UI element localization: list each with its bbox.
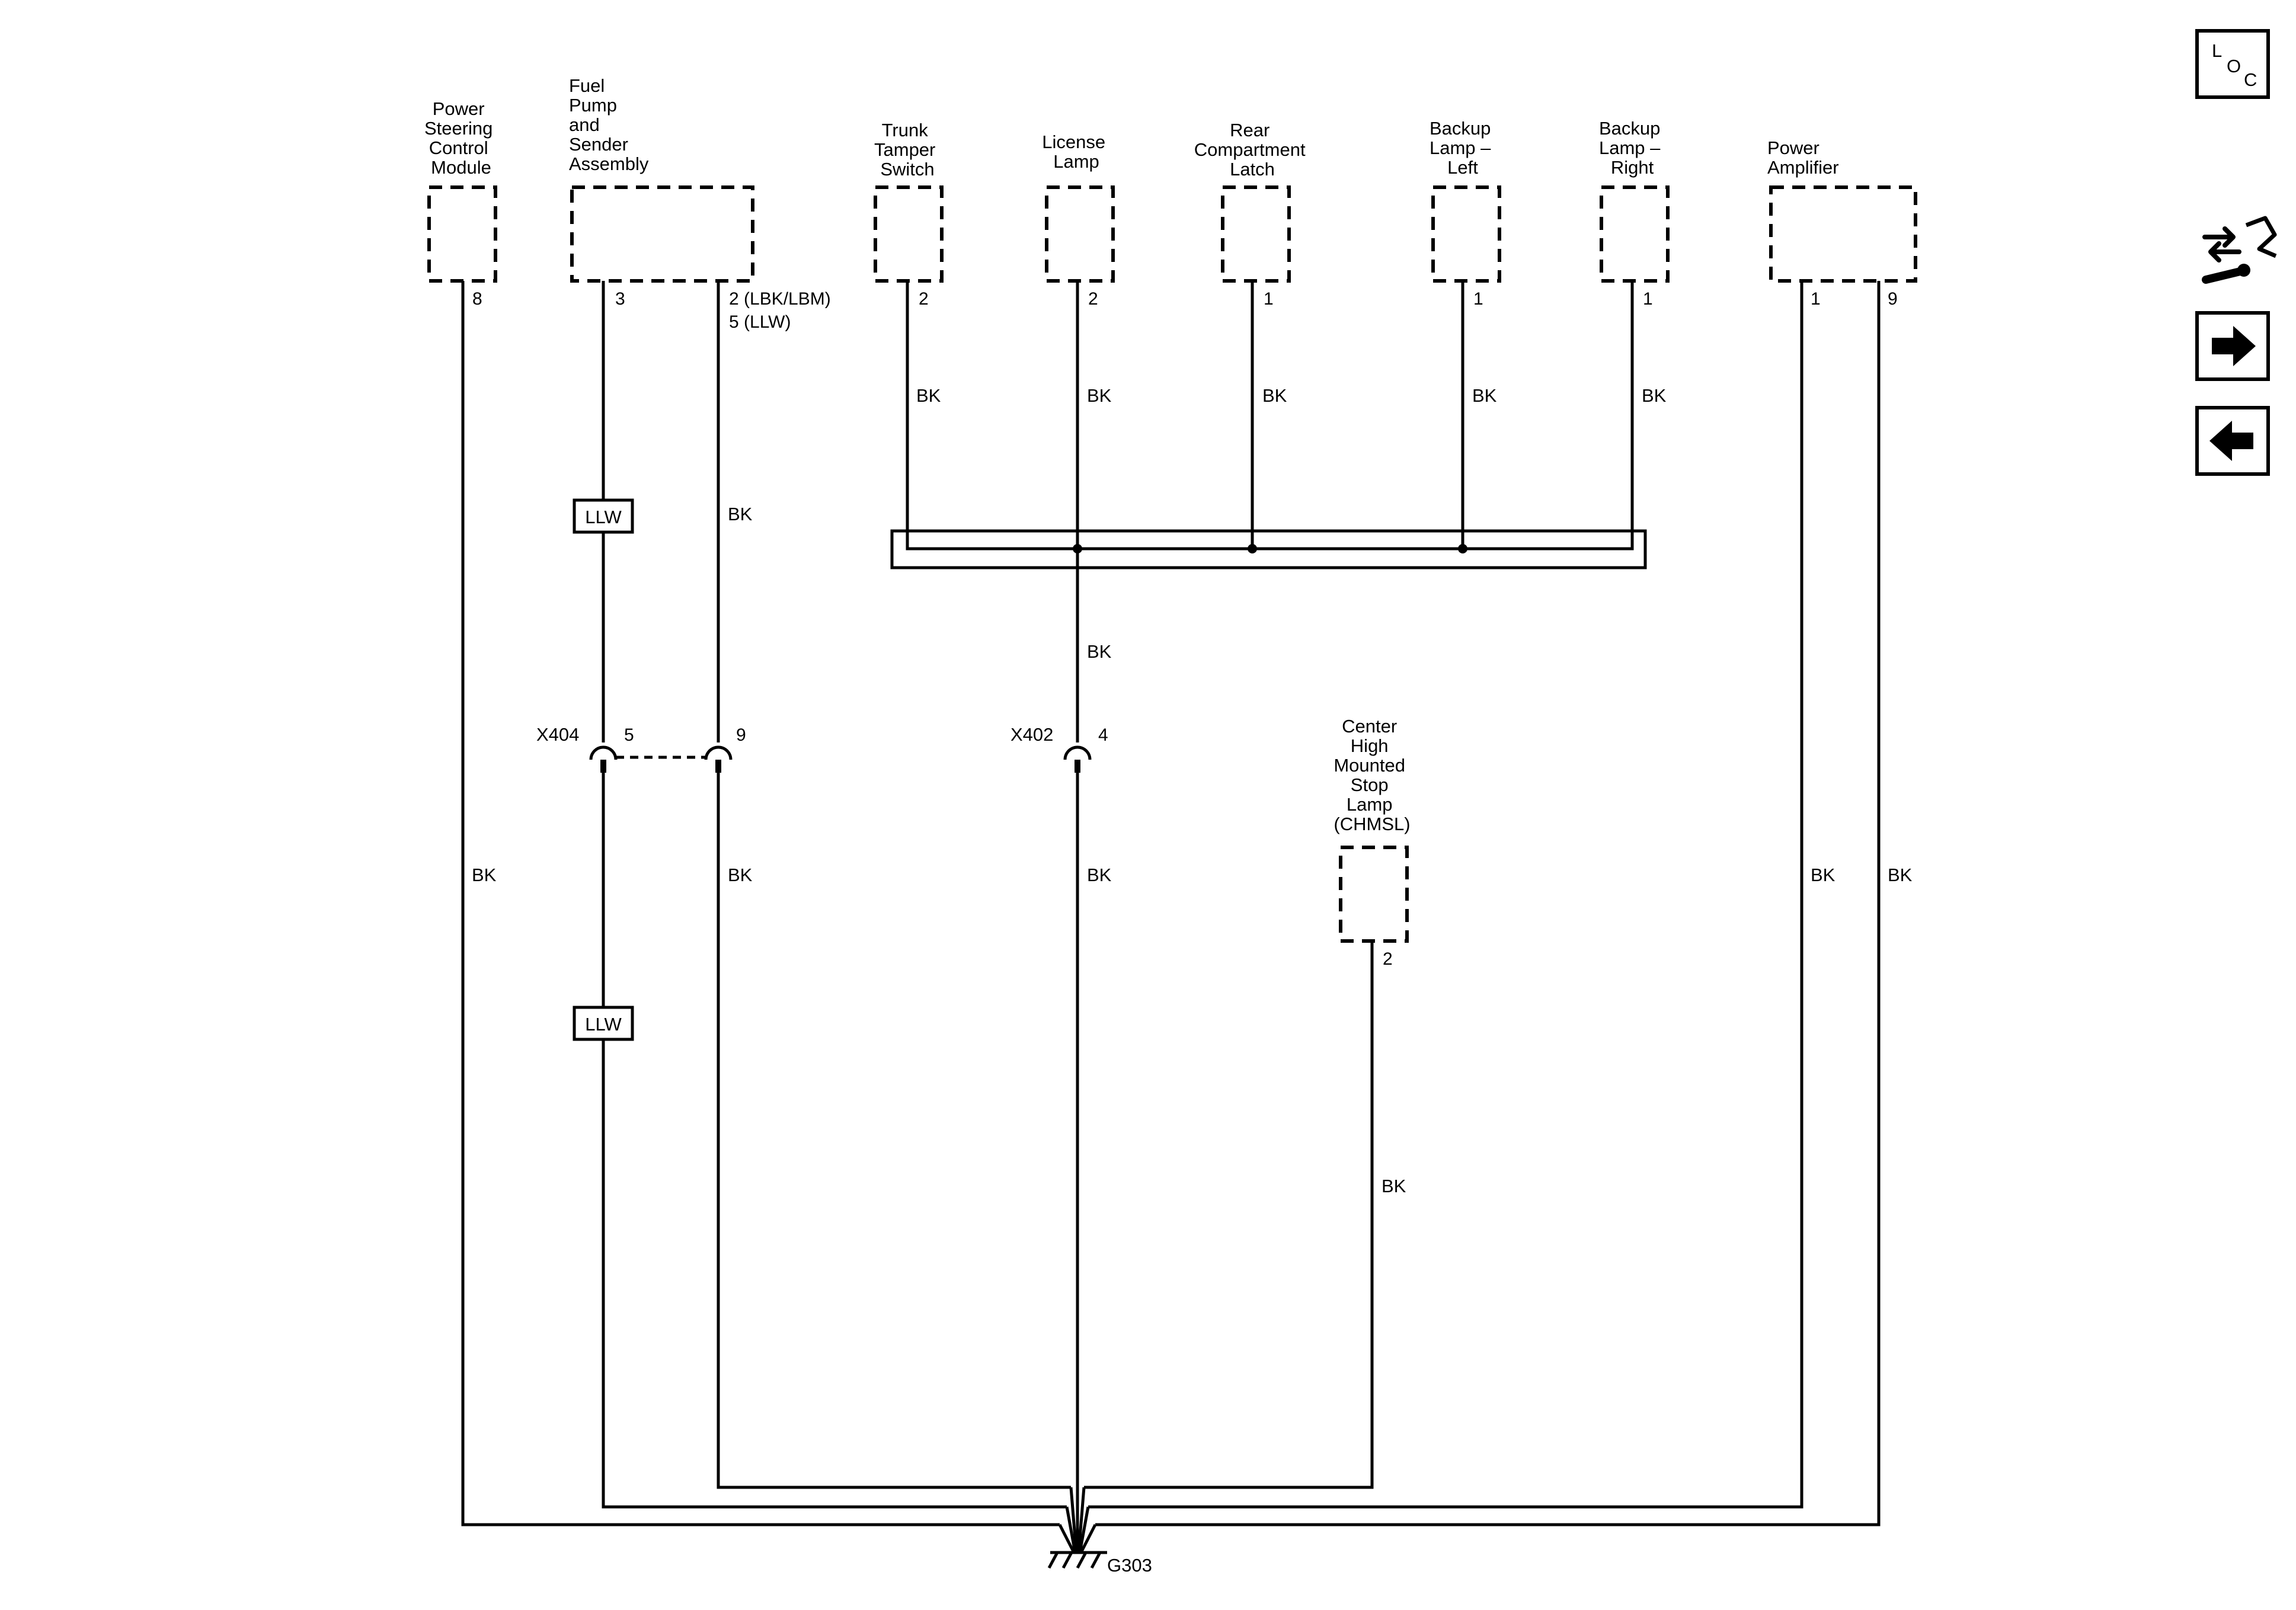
wire-converge-1 bbox=[1058, 1523, 1076, 1554]
trunk-tamper-box bbox=[874, 185, 944, 283]
trunk-tamper-pin: 2 bbox=[919, 289, 929, 309]
wire-splice-bus bbox=[906, 281, 1634, 550]
fuel-pump-pin-3: 3 bbox=[615, 289, 625, 309]
fuel-pump-label: Fuel Pump and Sender Assembly bbox=[569, 75, 649, 174]
connector-x404-pin-5: 5 bbox=[624, 725, 634, 745]
backup-right-pin: 1 bbox=[1643, 289, 1653, 309]
backup-right-box bbox=[1600, 185, 1670, 283]
wire-color-x402-lower: BK bbox=[1087, 865, 1112, 885]
chmsl-pin: 2 bbox=[1383, 949, 1393, 969]
splice-dot-latch bbox=[1248, 544, 1257, 553]
arrow-right-button[interactable] bbox=[2195, 311, 2270, 381]
pscm-pin: 8 bbox=[472, 289, 482, 309]
license-lamp-pin: 2 bbox=[1088, 289, 1098, 309]
wire-power-amp-9 bbox=[1095, 281, 1881, 1526]
splice-dot-backup-left bbox=[1458, 544, 1467, 553]
wire-converge-5 bbox=[1078, 1506, 1090, 1553]
backup-left-label: Backup Lamp – Left bbox=[1430, 118, 1496, 178]
wire-color-latch: BK bbox=[1262, 385, 1287, 406]
backup-left-box bbox=[1431, 185, 1501, 283]
wire-pscm bbox=[461, 281, 1060, 1526]
splice-dot-license bbox=[1073, 544, 1082, 553]
wire-converge-3 bbox=[1069, 1487, 1078, 1553]
wire-color-backup-right: BK bbox=[1642, 385, 1667, 406]
connector-x404 bbox=[589, 745, 733, 773]
wire-chmsl bbox=[1084, 941, 1374, 1489]
arrow-right-icon bbox=[2212, 326, 2256, 366]
llw-tag-lower bbox=[573, 1006, 634, 1041]
llw-tag-upper bbox=[573, 498, 634, 534]
power-amp-label: Power Amplifier bbox=[1767, 137, 1839, 178]
connector-x402-pin-4: 4 bbox=[1098, 725, 1108, 745]
llw-tag-lower-text: LLW bbox=[585, 1014, 622, 1035]
ground-label: G303 bbox=[1107, 1555, 1152, 1576]
wire-color-chmsl: BK bbox=[1382, 1176, 1406, 1196]
rear-latch-box bbox=[1221, 185, 1291, 283]
ground-symbol bbox=[1047, 1551, 1107, 1569]
wire-converge-4 bbox=[1077, 1487, 1086, 1553]
wire-color-backup-left: BK bbox=[1472, 385, 1497, 406]
fuel-pump-pin-2: 2 (LBK/LBM) bbox=[729, 289, 831, 309]
chmsl-label: Center High Mounted Stop Lamp (CHMSL) bbox=[1334, 716, 1410, 834]
wire-color-fuel-2-lower: BK bbox=[728, 865, 753, 885]
loc-letter-o: O bbox=[2227, 56, 2241, 76]
loc-button[interactable]: L O C bbox=[2195, 29, 2270, 99]
llw-tag-upper-text: LLW bbox=[585, 507, 622, 527]
connector-x402-label: X402 bbox=[1011, 724, 1053, 745]
wire-color-amp-9: BK bbox=[1888, 865, 1913, 885]
pscm-box bbox=[427, 185, 497, 283]
wire-fuel-3-bottom bbox=[602, 1041, 1067, 1509]
connector-x402 bbox=[1063, 745, 1092, 773]
wire-fuel-2-bottom bbox=[717, 772, 1071, 1489]
wire-color-fuel-2: BK bbox=[728, 504, 753, 524]
arrow-left-icon bbox=[2209, 421, 2253, 461]
backup-right-label: Backup Lamp – Right bbox=[1599, 118, 1665, 178]
fuel-pump-box bbox=[570, 185, 754, 283]
wire-converge-2 bbox=[1065, 1506, 1077, 1553]
trunk-tamper-label: Trunk Tamper Switch bbox=[874, 120, 941, 180]
wire-color-amp-1: BK bbox=[1811, 865, 1835, 885]
wire-color-license-lower: BK bbox=[1087, 641, 1112, 662]
arrow-left-button[interactable] bbox=[2195, 406, 2270, 476]
loc-letter-c: C bbox=[2244, 69, 2257, 90]
connector-x404-pin-9: 9 bbox=[736, 725, 746, 745]
wire-color-trunk: BK bbox=[916, 385, 941, 406]
connector-x404-label: X404 bbox=[536, 724, 579, 745]
wire-power-amp-1 bbox=[1088, 281, 1803, 1509]
backup-left-pin: 1 bbox=[1473, 289, 1483, 309]
wire-converge-6 bbox=[1079, 1523, 1097, 1554]
service-tool-icon[interactable] bbox=[2202, 216, 2277, 284]
rear-latch-label: Rear Compartment Latch bbox=[1194, 120, 1310, 180]
splice-pack bbox=[890, 529, 1647, 569]
license-lamp-label: License Lamp bbox=[1042, 132, 1110, 172]
chmsl-box bbox=[1339, 846, 1409, 943]
fuel-pump-pin-5: 5 (LLW) bbox=[729, 312, 791, 332]
power-amp-pin-9: 9 bbox=[1888, 289, 1898, 309]
wire-color-pscm: BK bbox=[472, 865, 497, 885]
loc-letter-l: L bbox=[2212, 40, 2222, 61]
license-lamp-box bbox=[1045, 185, 1115, 283]
pscm-label: Power Steering Control Module bbox=[424, 98, 498, 178]
rear-latch-pin: 1 bbox=[1264, 289, 1274, 309]
wire-color-license: BK bbox=[1087, 385, 1112, 406]
power-amp-pin-1: 1 bbox=[1811, 289, 1821, 309]
power-amp-box bbox=[1769, 185, 1917, 283]
